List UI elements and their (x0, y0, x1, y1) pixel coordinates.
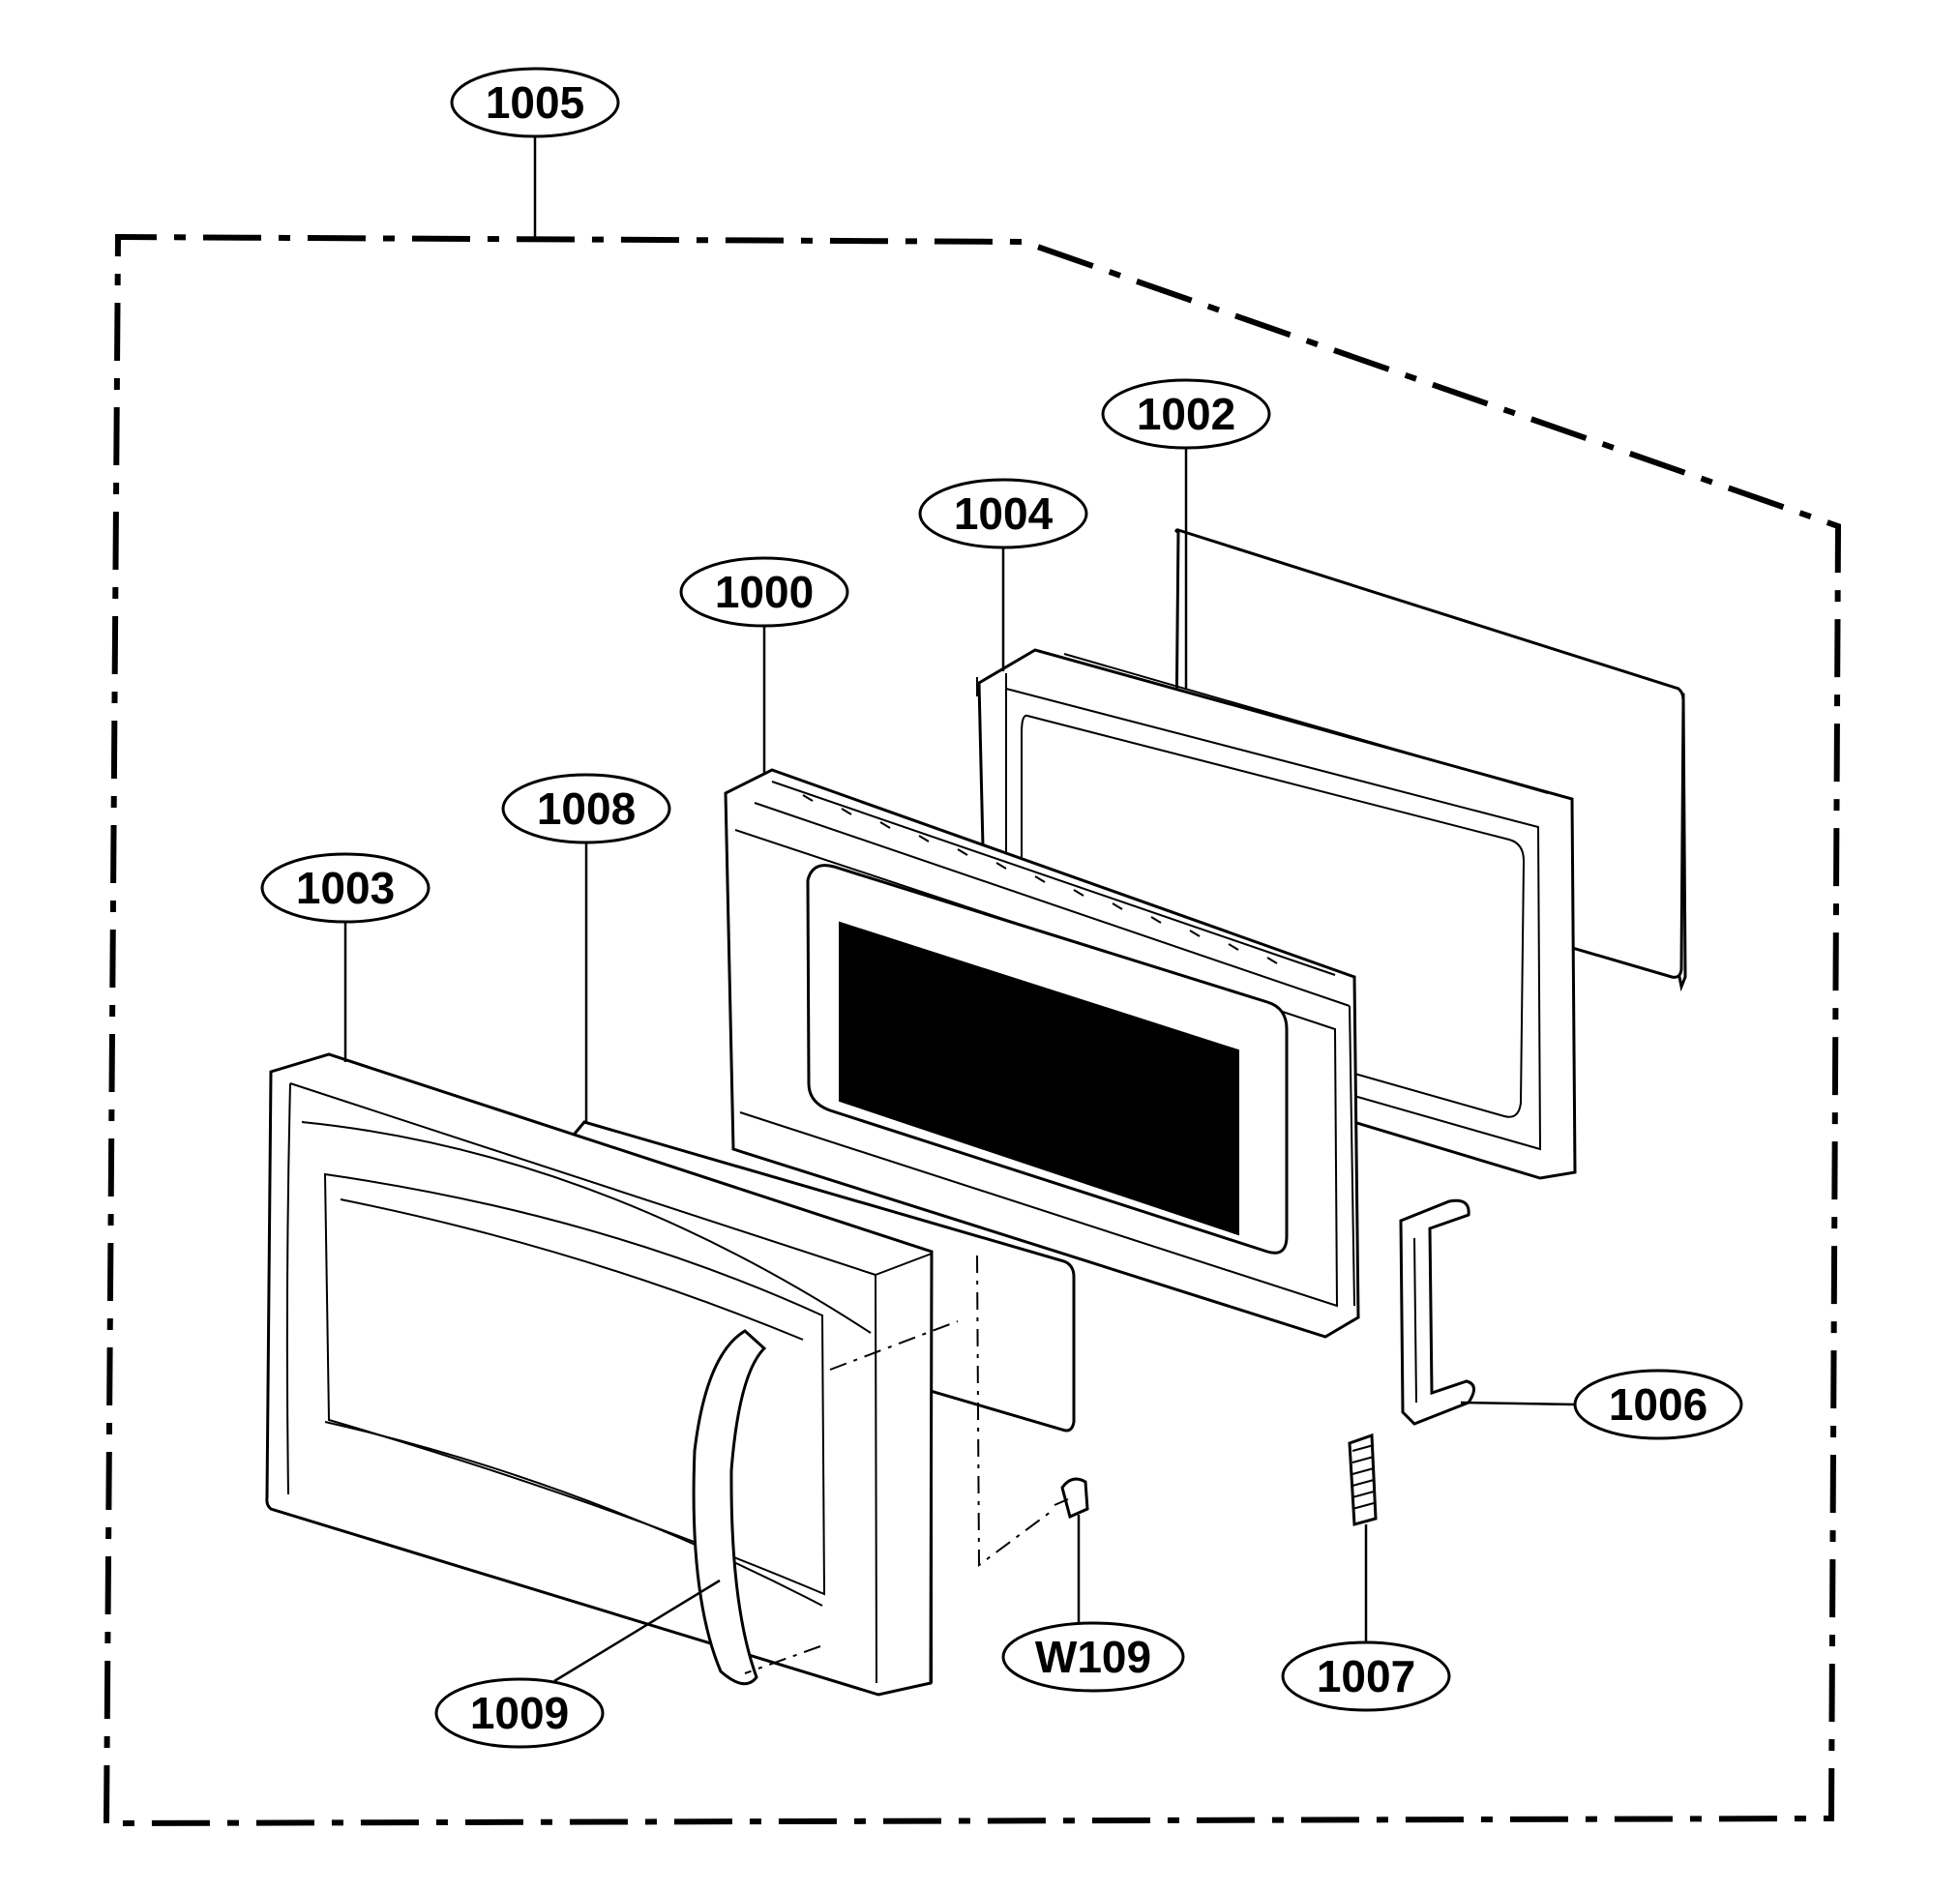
callout-label: 1007 (1317, 1651, 1415, 1701)
callout-label: 1003 (296, 863, 395, 913)
part-1006-latch (1399, 1198, 1475, 1426)
callout-1002: 1002 (1101, 378, 1271, 450)
callout-1007: 1007 (1281, 1640, 1451, 1712)
callout-label: 1004 (954, 488, 1054, 539)
alignment-line (744, 1645, 821, 1674)
callout-label: 1005 (486, 77, 584, 128)
callout-1000: 1000 (679, 556, 849, 628)
assembly-boundary (104, 233, 1842, 1826)
part-1003-door-front (265, 1052, 934, 1697)
part-1007-spring (1348, 1433, 1378, 1526)
callout-1003: 1003 (260, 852, 431, 924)
callout-1004: 1004 (918, 478, 1088, 549)
leader-1006 (1460, 1401, 1576, 1406)
leader-1009 (553, 1579, 721, 1683)
door-handle (692, 1329, 767, 1686)
callout-1008: 1008 (501, 773, 671, 844)
part-1000-door-inner-panel (724, 768, 1360, 1339)
callout-label: 1008 (537, 783, 636, 834)
callout-1005: 1005 (450, 67, 620, 138)
alignment-line (829, 1320, 959, 1371)
perforated-screen (839, 921, 1239, 1236)
callout-1009: 1009 (434, 1677, 605, 1749)
callout-label: 1000 (715, 567, 814, 617)
alignment-line (976, 1255, 1055, 1567)
frame-notches (802, 794, 1278, 964)
part-W109-screw (1054, 1477, 1089, 1520)
callout-label: 1002 (1137, 389, 1235, 439)
callout-label: W109 (1035, 1632, 1151, 1682)
callout-1006: 1006 (1573, 1369, 1743, 1440)
callout-W109: W109 (1001, 1621, 1185, 1693)
callout-label: 1006 (1609, 1379, 1708, 1430)
callout-label: 1009 (470, 1688, 569, 1738)
